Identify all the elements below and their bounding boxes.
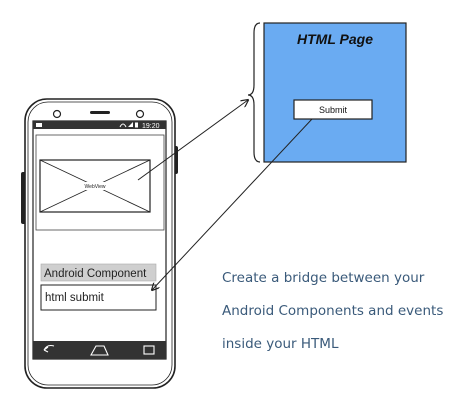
signal-icon <box>128 122 133 127</box>
component-input[interactable] <box>40 284 157 311</box>
arrow-submit-to-component <box>152 118 313 290</box>
arrow-webview-to-page <box>137 100 248 181</box>
phone-sensor <box>135 109 145 119</box>
html-page-box <box>263 22 407 163</box>
recents-icon[interactable] <box>143 345 155 355</box>
html-page-title: HTML Page <box>297 31 373 47</box>
caption: Create a bridge between your Android Com… <box>222 262 472 361</box>
status-notification-icon <box>36 123 42 127</box>
caption-line-1: Create a bridge between your <box>222 270 425 286</box>
submit-button[interactable] <box>293 99 373 120</box>
wifi-icon <box>119 123 127 128</box>
component-header <box>40 263 157 282</box>
component-title: Android Component <box>44 268 147 280</box>
status-time: 19:20 <box>142 123 160 130</box>
webview-label: WebView <box>85 184 106 190</box>
webview-frame <box>35 134 165 231</box>
home-icon[interactable] <box>90 345 109 356</box>
phone-body-inner <box>27 101 173 386</box>
component-input-value: html submit <box>45 292 105 304</box>
nav-bar <box>33 341 166 359</box>
status-bar <box>33 121 166 129</box>
back-icon[interactable] <box>43 344 55 353</box>
caption-line-3: inside your HTML <box>222 336 339 352</box>
submit-button-label: Submit <box>319 105 348 115</box>
phone-speaker <box>90 111 110 114</box>
caption-line-2: Android Components and events <box>222 303 444 319</box>
battery-icon <box>135 122 138 128</box>
phone-camera <box>52 109 62 119</box>
html-page: HTML Page Submit <box>247 22 407 163</box>
webview-label-bg <box>80 182 110 190</box>
phone-screen <box>32 120 167 360</box>
page-brace <box>247 22 261 163</box>
phone-device: 19:20 WebView Android Component html sub… <box>21 98 178 389</box>
